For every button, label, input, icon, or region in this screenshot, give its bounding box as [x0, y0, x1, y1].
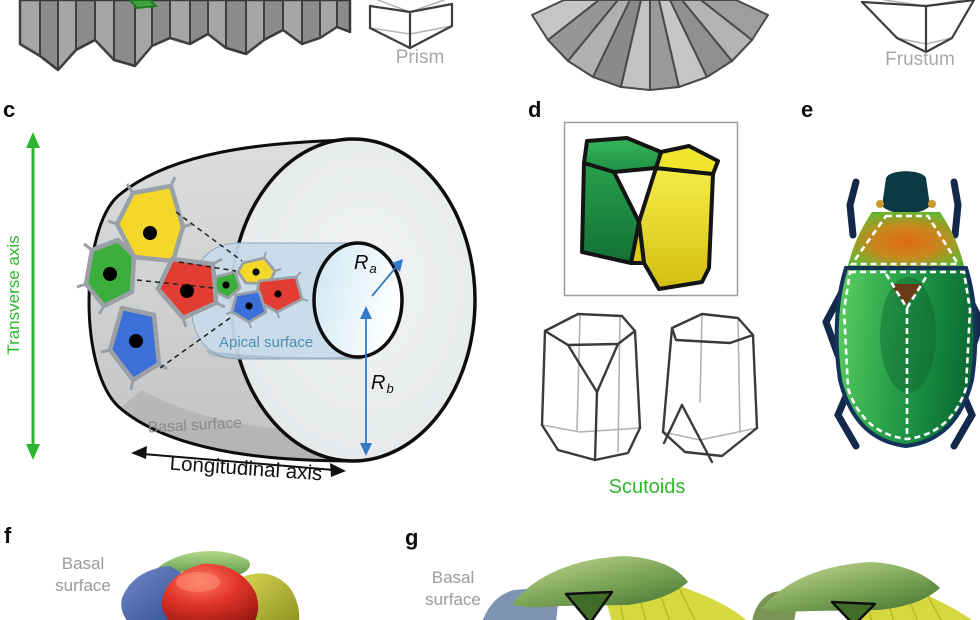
prism-shaded-faces	[40, 0, 350, 70]
right-scutoid-wireframe	[661, 312, 759, 464]
panel-f-basal-surface-label: Basal surface	[33, 553, 133, 597]
radius-basal-symbol: R	[371, 372, 386, 394]
g-right-apical-triangle	[830, 600, 877, 620]
scutoid-pair-box	[563, 121, 739, 297]
scutoid-wireframe-hidden-edges	[541, 314, 758, 453]
beetle-photo	[822, 171, 980, 450]
frustum-caption: Frustum	[885, 49, 955, 70]
transverse-axis-label: Transverse axis	[4, 235, 23, 355]
frustum-wireframe-icon	[860, 0, 976, 54]
radius-arrows	[360, 259, 403, 456]
apical-opening-circle	[312, 241, 404, 359]
panel-c-label: c	[3, 97, 16, 122]
panel-f-basal-line1: Basal	[61, 554, 105, 573]
panel-f-label: f	[4, 523, 12, 548]
panel-g-label: g	[405, 525, 419, 550]
g-left-apical-triangle	[564, 590, 614, 620]
prism-sheet-illustration	[18, 0, 352, 72]
highlighted-green-prism-top	[128, 0, 159, 10]
basal-cell-nuclei	[103, 226, 194, 348]
panel-f-render	[121, 550, 300, 620]
prism-caption: Prism	[395, 47, 445, 68]
g-left-render	[482, 556, 746, 620]
basal-cell-whiskers	[76, 176, 226, 391]
radius-apical-symbol: R	[354, 252, 369, 274]
beetle-head	[882, 171, 930, 214]
scutoid-wireframes	[540, 312, 759, 464]
panel-g-renders	[482, 556, 972, 620]
radius-basal-subscript: b	[386, 381, 394, 396]
radius-basal-label: Rb	[371, 372, 394, 396]
beetle-dashed-overlay	[842, 214, 972, 441]
beetle-scutellum	[890, 284, 922, 305]
prism-wireframe-icon	[368, 0, 454, 50]
radius-apical-subscript: a	[369, 261, 377, 276]
transverse-axis-arrow	[26, 132, 40, 460]
beetle-pronotum	[848, 212, 964, 266]
radius-apical-label: Ra	[354, 252, 377, 276]
prism-edges	[39, 0, 338, 70]
panel-e-label: e	[801, 97, 814, 122]
g-left-green-cap	[512, 556, 688, 608]
apical-surface-label: Apical surface	[219, 334, 314, 351]
beetle-elytra	[834, 266, 978, 449]
panel-g-basal-line1: Basal	[431, 568, 475, 587]
yellow-scutoid	[637, 166, 715, 291]
cylinder-diagram	[76, 137, 477, 463]
projection-dashed-lines	[136, 211, 243, 369]
scutoids-caption: Scutoids	[608, 476, 686, 498]
frustum-fan-illustration	[531, 0, 769, 91]
left-scutoid-wireframe	[540, 312, 642, 462]
panel-f-basal-line2: surface	[55, 576, 111, 595]
g-right-render	[752, 562, 972, 620]
apical-cell-nuclei	[222, 268, 282, 310]
panel-g-basal-surface-label: Basal surface	[403, 567, 503, 611]
panel-d-label: d	[528, 97, 542, 122]
f-red-cell	[161, 563, 259, 620]
longitudinal-axis-arrow	[131, 446, 346, 477]
panel-g-basal-line2: surface	[425, 590, 481, 609]
g-right-green-cap	[762, 562, 940, 612]
basal-cells	[83, 183, 219, 383]
